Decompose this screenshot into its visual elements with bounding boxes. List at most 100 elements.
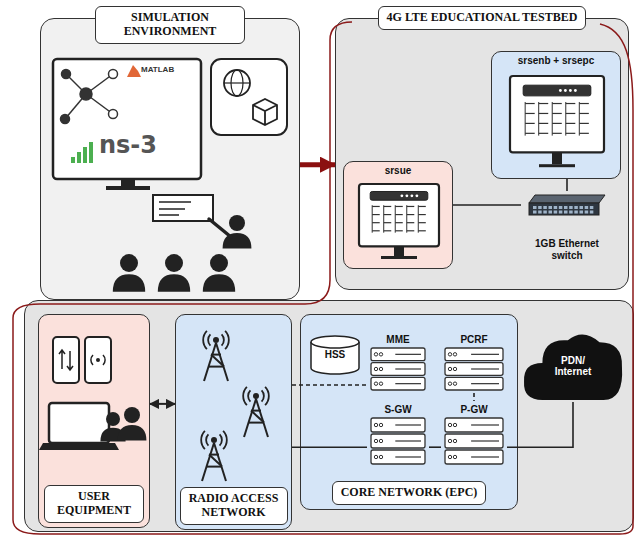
switch-port bbox=[585, 206, 589, 209]
server-slot bbox=[395, 424, 421, 425]
rack-line bbox=[372, 205, 373, 232]
rack-line bbox=[579, 113, 589, 114]
server-led bbox=[374, 423, 377, 426]
node-label: 1GB Ethernet switch bbox=[525, 238, 609, 261]
node-label: S-GW bbox=[384, 404, 411, 416]
rack-line bbox=[395, 222, 403, 223]
rack-line bbox=[539, 123, 549, 124]
switch-port bbox=[538, 211, 542, 214]
server-unit bbox=[445, 450, 503, 464]
server-slot bbox=[395, 368, 421, 369]
rack-line bbox=[525, 133, 535, 134]
signal-bar bbox=[89, 142, 93, 163]
tower-antenna bbox=[211, 437, 217, 443]
server-slot bbox=[395, 383, 421, 384]
link-line bbox=[292, 446, 367, 448]
person-body bbox=[158, 274, 190, 292]
person-body bbox=[118, 425, 147, 441]
phone bbox=[53, 337, 79, 383]
teacher-arm bbox=[209, 219, 231, 237]
cube bbox=[253, 99, 277, 125]
icon-art bbox=[41, 19, 301, 301]
server-led bbox=[448, 455, 451, 458]
radio-wave bbox=[201, 431, 205, 449]
radio-wave bbox=[243, 387, 247, 405]
pgw-server: P-GW bbox=[441, 401, 507, 467]
globe-line bbox=[224, 82, 250, 83]
board-line bbox=[159, 208, 185, 210]
radio-wave bbox=[208, 334, 210, 345]
graph-node bbox=[80, 88, 92, 100]
rack-line bbox=[395, 205, 396, 232]
rack-led bbox=[559, 89, 562, 92]
switch-port bbox=[533, 211, 537, 214]
tower-strut bbox=[209, 455, 222, 467]
server-led bbox=[374, 382, 377, 385]
monitor-neck bbox=[121, 179, 135, 187]
switch-port bbox=[549, 211, 553, 214]
testbed-outline bbox=[13, 22, 633, 534]
rack-line bbox=[525, 113, 535, 114]
rack-line bbox=[418, 214, 426, 215]
server-unit bbox=[445, 348, 503, 361]
node-label: srsue bbox=[385, 165, 412, 177]
switch-port bbox=[564, 211, 568, 214]
rack-line bbox=[407, 214, 415, 215]
monitor-screen bbox=[53, 59, 201, 179]
rack-line bbox=[395, 206, 403, 207]
server-led bbox=[379, 439, 382, 442]
core-panel: HSSMMEPCRFS-GWP-GWCORE NETWORK (EPC) bbox=[300, 314, 518, 510]
board-line bbox=[159, 214, 179, 216]
server-led bbox=[453, 367, 456, 370]
globe bbox=[224, 70, 250, 96]
server-led bbox=[374, 439, 377, 442]
rack-line bbox=[418, 205, 419, 232]
server-unit bbox=[371, 348, 425, 361]
server-led bbox=[448, 367, 451, 370]
switch-port bbox=[543, 211, 547, 214]
hss-database: HSS bbox=[309, 335, 361, 375]
rack-line bbox=[525, 123, 535, 124]
rack-line bbox=[395, 230, 403, 231]
server-unit bbox=[371, 363, 425, 376]
monitor-base bbox=[381, 256, 417, 259]
rack-line bbox=[566, 123, 576, 124]
rack-line bbox=[566, 113, 576, 114]
rack-line bbox=[418, 230, 426, 231]
rack-line bbox=[384, 214, 392, 215]
rack-line bbox=[566, 133, 576, 134]
panel-heading: CORE NETWORK (EPC) bbox=[332, 481, 487, 505]
rack-line bbox=[418, 206, 426, 207]
node-label: HSS bbox=[325, 349, 346, 361]
switch-port bbox=[580, 211, 584, 214]
server-slot bbox=[471, 440, 499, 441]
tower-strut bbox=[211, 355, 224, 367]
server-unit bbox=[371, 377, 425, 390]
rack-line bbox=[552, 103, 562, 104]
server-unit bbox=[371, 418, 425, 432]
rack-led bbox=[400, 194, 403, 197]
server-led bbox=[453, 455, 456, 458]
server-led bbox=[374, 353, 377, 356]
switch-port bbox=[554, 206, 558, 209]
rack-line bbox=[539, 103, 549, 104]
rack-line bbox=[407, 222, 415, 223]
radio-wave bbox=[223, 431, 227, 449]
rack-led bbox=[415, 194, 418, 197]
monitor-base bbox=[106, 186, 150, 190]
panel-heading: USER EQUIPMENT bbox=[44, 485, 144, 523]
tower-strut bbox=[251, 411, 264, 423]
rack-line bbox=[372, 230, 380, 231]
server-led bbox=[374, 367, 377, 370]
ethernet-switch: 1GB Ethernet switch bbox=[521, 191, 613, 263]
switch-port bbox=[574, 211, 578, 214]
radio-wave bbox=[225, 331, 229, 349]
ns3-logo-text: ns-3 bbox=[99, 131, 157, 159]
panel-heading: SIMULATION ENVIRONMENT bbox=[95, 6, 245, 44]
label-holder: MATLAB bbox=[141, 65, 174, 74]
matlab-logo bbox=[127, 65, 141, 77]
node-label: PCRF bbox=[460, 334, 487, 346]
server-unit bbox=[445, 363, 503, 376]
person-body bbox=[113, 274, 145, 292]
rack-top bbox=[370, 191, 428, 200]
